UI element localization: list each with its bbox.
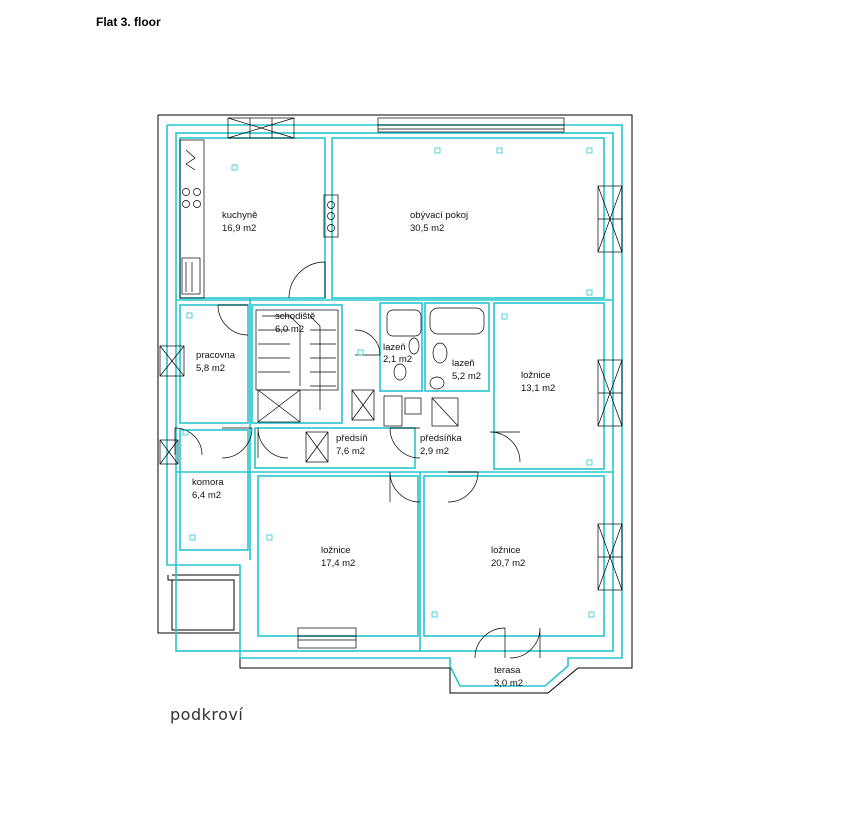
room-area-schodiste: 6,0 m2: [275, 324, 304, 335]
room-area-komora: 6,4 m2: [192, 490, 221, 501]
room-area-pracovna: 5,8 m2: [196, 363, 225, 374]
plan-title: Flat 3. floor: [96, 15, 161, 29]
staircase: [255, 309, 339, 410]
room-area-loznice3: 20,7 m2: [491, 558, 525, 569]
windows: [159, 117, 623, 649]
room-labels: kuchyně 16,9 m2 obývací pokoj 30,5 m2 sc…: [192, 210, 555, 689]
room-name-komora: komora: [192, 477, 224, 488]
room-name-schodiste: schodiště: [275, 311, 315, 322]
kitchen-fittings: [179, 139, 339, 299]
room-name-terasa: terasa: [494, 665, 521, 676]
room-name-loznice3: ložnice: [491, 545, 521, 556]
room-area-lazen2: 5,2 m2: [452, 371, 481, 382]
floor-level-label: podkroví: [170, 705, 244, 724]
fixture-marks: [182, 147, 595, 618]
doors: [174, 261, 541, 659]
room-name-loznice2: ložnice: [321, 545, 351, 556]
room-area-loznice1: 13,1 m2: [521, 383, 555, 394]
room-name-kuchyne: kuchyně: [222, 210, 257, 221]
room-name-obyvaci: obývací pokoj: [410, 210, 468, 221]
room-name-pracovna: pracovna: [196, 350, 236, 361]
room-name-predsin: předsíň: [336, 433, 368, 444]
room-name-lazen1: lazeň: [383, 342, 406, 353]
bathroom-fittings: [383, 307, 485, 427]
room-area-predsin: 7,6 m2: [336, 446, 365, 457]
room-area-loznice2: 17,4 m2: [321, 558, 355, 569]
room-name-loznice1: ložnice: [521, 370, 551, 381]
room-area-terasa: 3,0 m2: [494, 678, 523, 689]
room-name-predsinka: předsíňka: [420, 433, 462, 444]
room-area-kuchyne: 16,9 m2: [222, 223, 256, 234]
room-area-lazen1: 2,1 m2: [383, 354, 412, 365]
room-name-lazen2: lazeň: [452, 358, 475, 369]
room-area-obyvaci: 30,5 m2: [410, 223, 444, 234]
room-area-predsinka: 2,9 m2: [420, 446, 449, 457]
outer-walls: [157, 114, 633, 694]
